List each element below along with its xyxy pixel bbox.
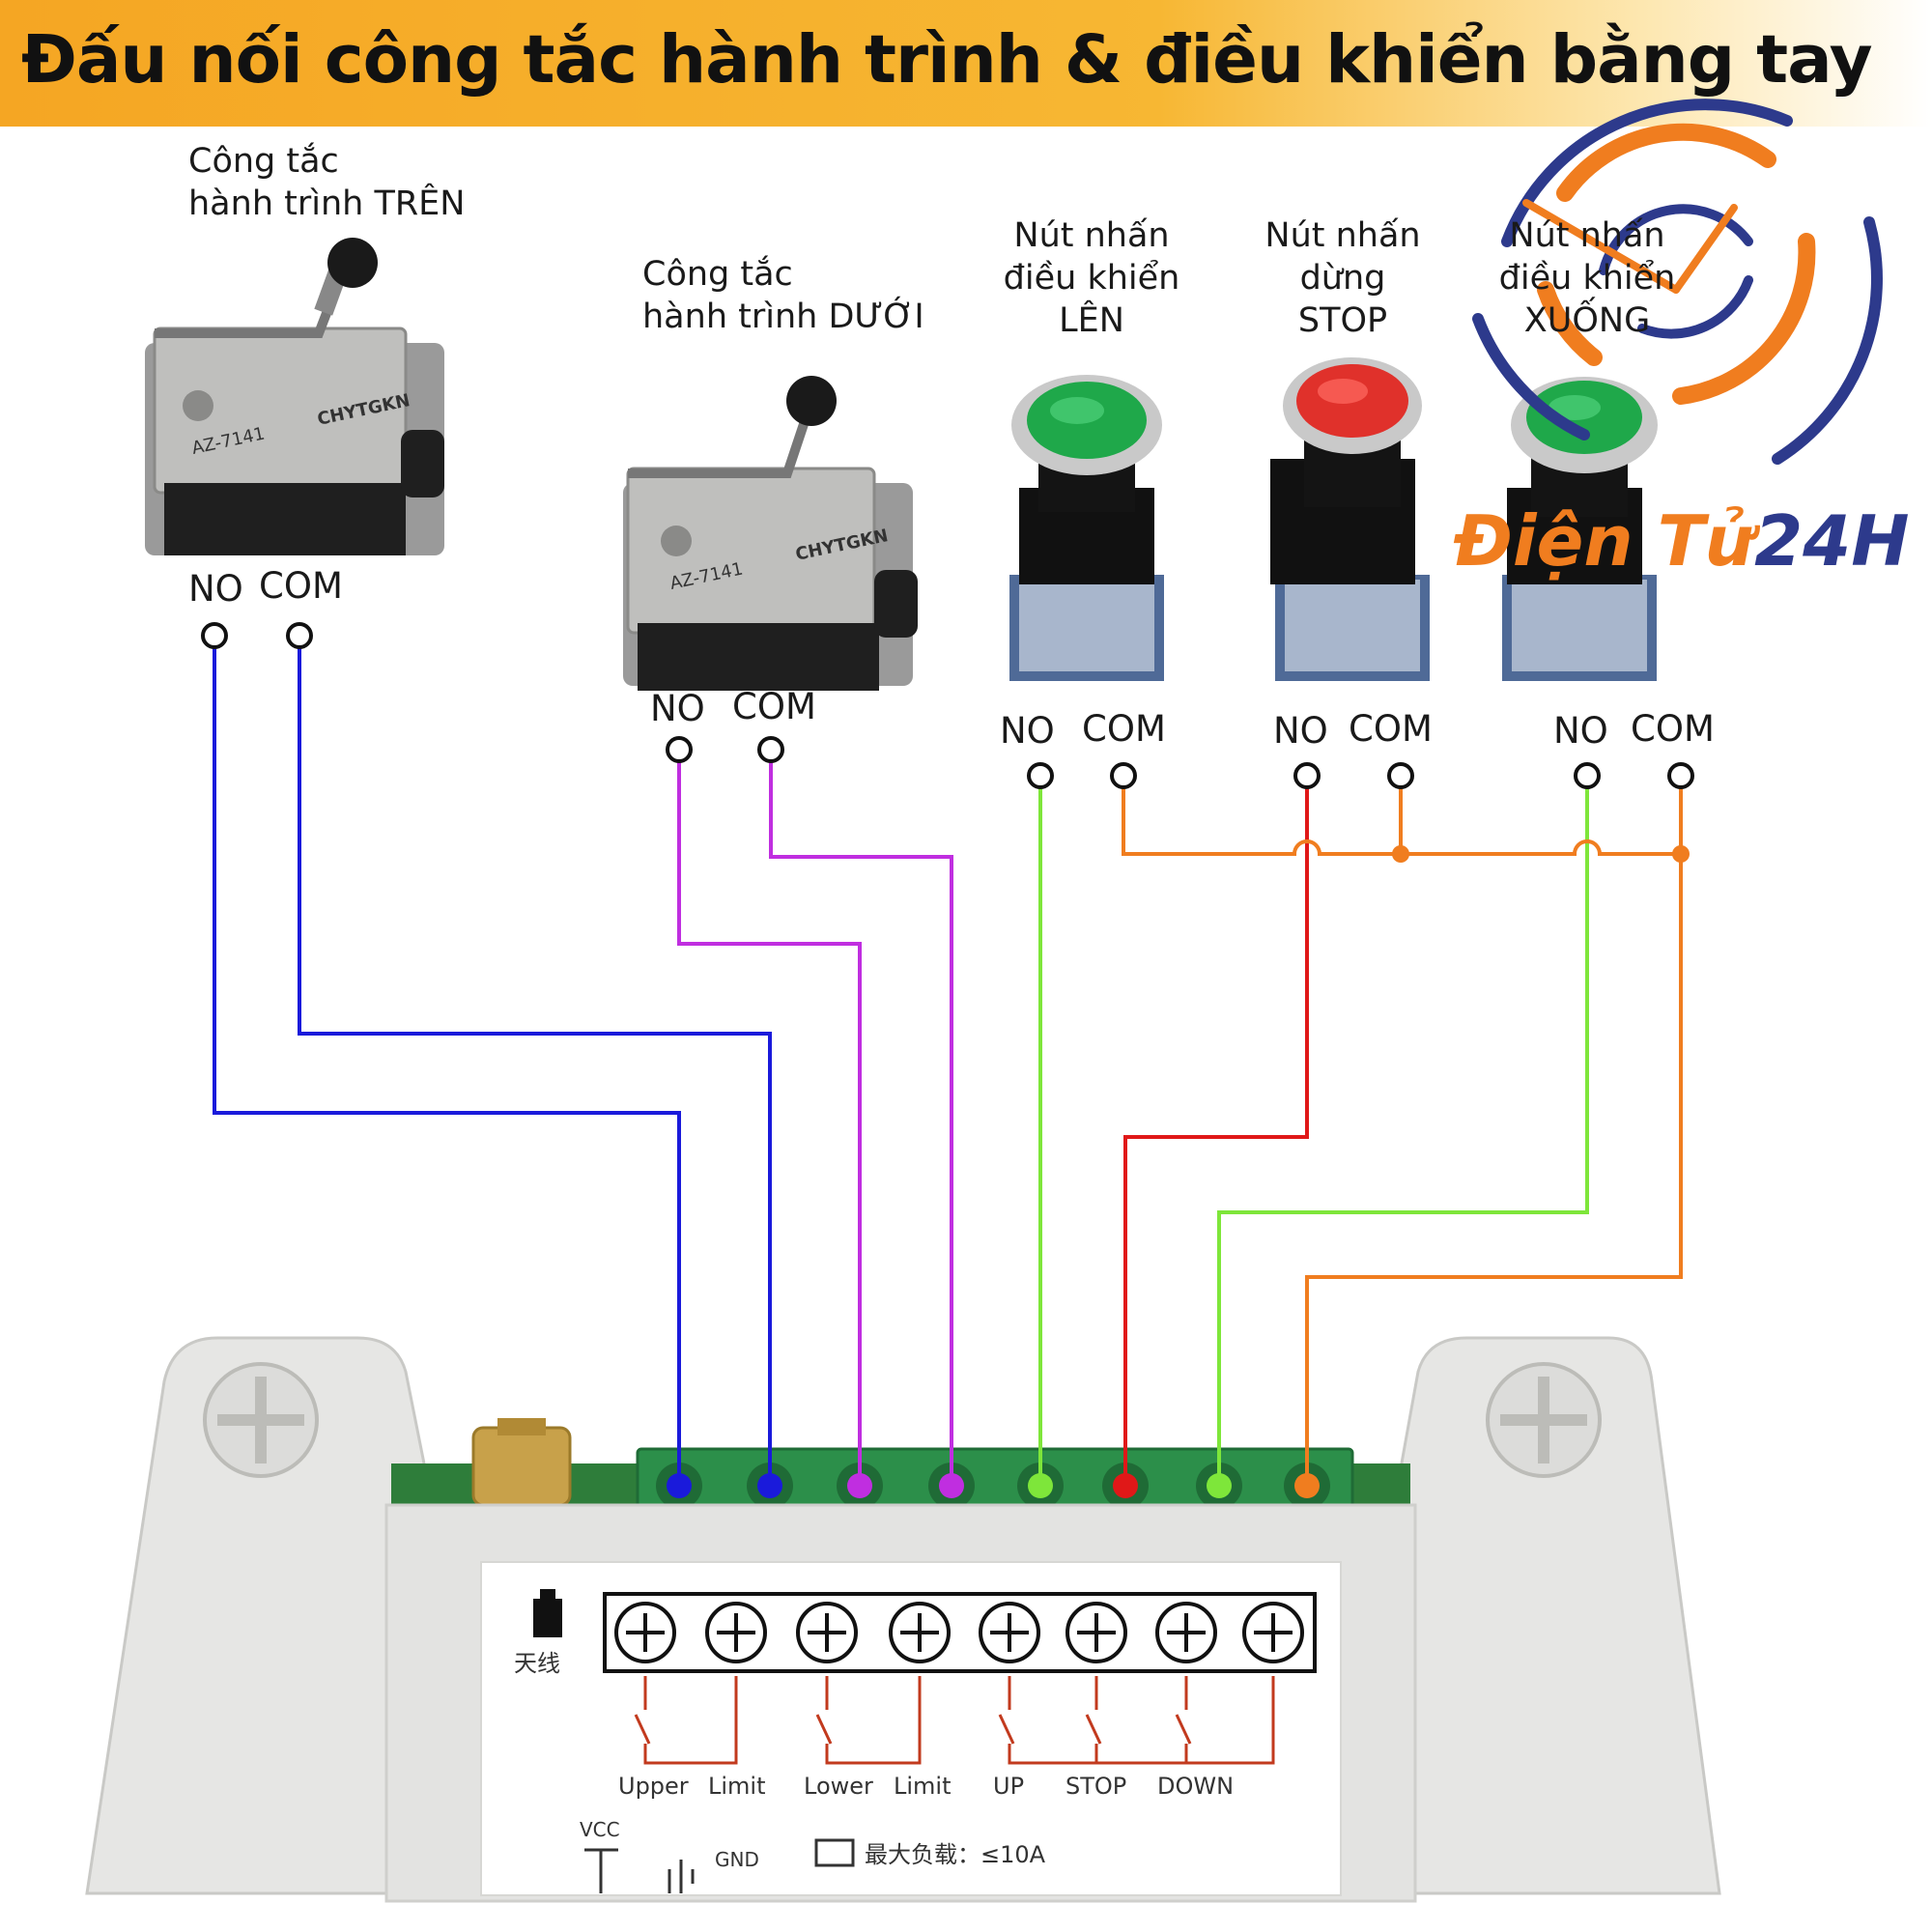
up-com-label: COM — [1082, 708, 1166, 750]
mount-screw-left — [203, 1362, 319, 1478]
switch-symbols — [634, 1676, 1275, 1765]
board-terminal-dots — [667, 1473, 1320, 1498]
down-button-image — [1502, 377, 1658, 681]
board-label-stop: STOP — [1065, 1773, 1127, 1800]
down-button-label: Nút nhấn điều khiển XUỐNG — [1498, 216, 1676, 340]
board-label-lower: Lower — [804, 1773, 873, 1800]
vcc-label: VCC — [580, 1818, 620, 1841]
stop-button-image — [1270, 357, 1430, 681]
board-label-down: DOWN — [1157, 1773, 1235, 1800]
down-com-label: COM — [1631, 708, 1715, 750]
lower-no-label: NO — [650, 688, 705, 729]
page-title: Đấu nối công tắc hành trình & điều khiển… — [21, 21, 1873, 99]
upper-no-label: NO — [188, 568, 243, 610]
max-load-label: 最大负载：≤10A — [865, 1841, 1046, 1868]
wire-lower-no — [677, 753, 862, 1486]
upper-limit-switch-image: AZ-7141 CHYTGKN — [145, 238, 444, 555]
antenna-label: 天线 — [514, 1650, 560, 1677]
wires — [213, 639, 1683, 1486]
up-button-image — [1009, 375, 1164, 681]
wire-down-no — [1217, 780, 1589, 1486]
stop-no-label: NO — [1273, 710, 1328, 752]
logo-text-b: 24H — [1754, 500, 1910, 582]
upper-limit-label: Công tắc hành trình TRÊN — [188, 142, 466, 223]
gnd-label: GND — [715, 1848, 759, 1871]
relay-board — [85, 1336, 1721, 1903]
terminal-points — [201, 622, 1694, 789]
board-label-up: UP — [993, 1773, 1025, 1800]
stop-button-label: Nút nhấn dừng STOP — [1264, 216, 1421, 340]
wire-common — [1122, 780, 1683, 1486]
dientu24h-logo-icon — [1472, 99, 1883, 465]
lower-limit-label: Công tắc hành trình DƯỚI — [642, 255, 924, 336]
upper-com-label: COM — [259, 565, 343, 607]
board-label-limit-2: Limit — [894, 1773, 952, 1800]
label-plus-screws — [614, 1602, 1304, 1663]
wire-upper-no — [213, 639, 681, 1486]
logo-text-a: Điện Tử — [1454, 500, 1755, 582]
down-no-label: NO — [1553, 710, 1608, 752]
power-symbols — [584, 1838, 855, 1893]
board-label-limit-1: Limit — [708, 1773, 766, 1800]
lower-com-label: COM — [732, 686, 816, 727]
lower-limit-switch-image: AZ-7141 CHYTGKN — [623, 376, 918, 691]
up-no-label: NO — [1000, 710, 1055, 752]
board-label-upper: Upper — [618, 1773, 689, 1800]
wire-upper-com — [298, 639, 772, 1486]
title-banner: Đấu nối công tắc hành trình & điều khiển… — [0, 0, 1932, 127]
junction-dot — [1672, 845, 1690, 863]
antenna-icon — [533, 1589, 562, 1637]
dientu24h-logo: Điện Tử24H — [1454, 500, 1910, 582]
stop-com-label: COM — [1349, 708, 1433, 750]
antenna-connector — [471, 1418, 572, 1507]
up-button-label: Nút nhấn điều khiển LÊN — [1003, 216, 1180, 340]
wire-stop-no — [1123, 780, 1309, 1486]
wire-lower-com — [769, 753, 953, 1486]
mount-screw-right — [1486, 1362, 1602, 1478]
junction-dot — [1392, 845, 1409, 863]
